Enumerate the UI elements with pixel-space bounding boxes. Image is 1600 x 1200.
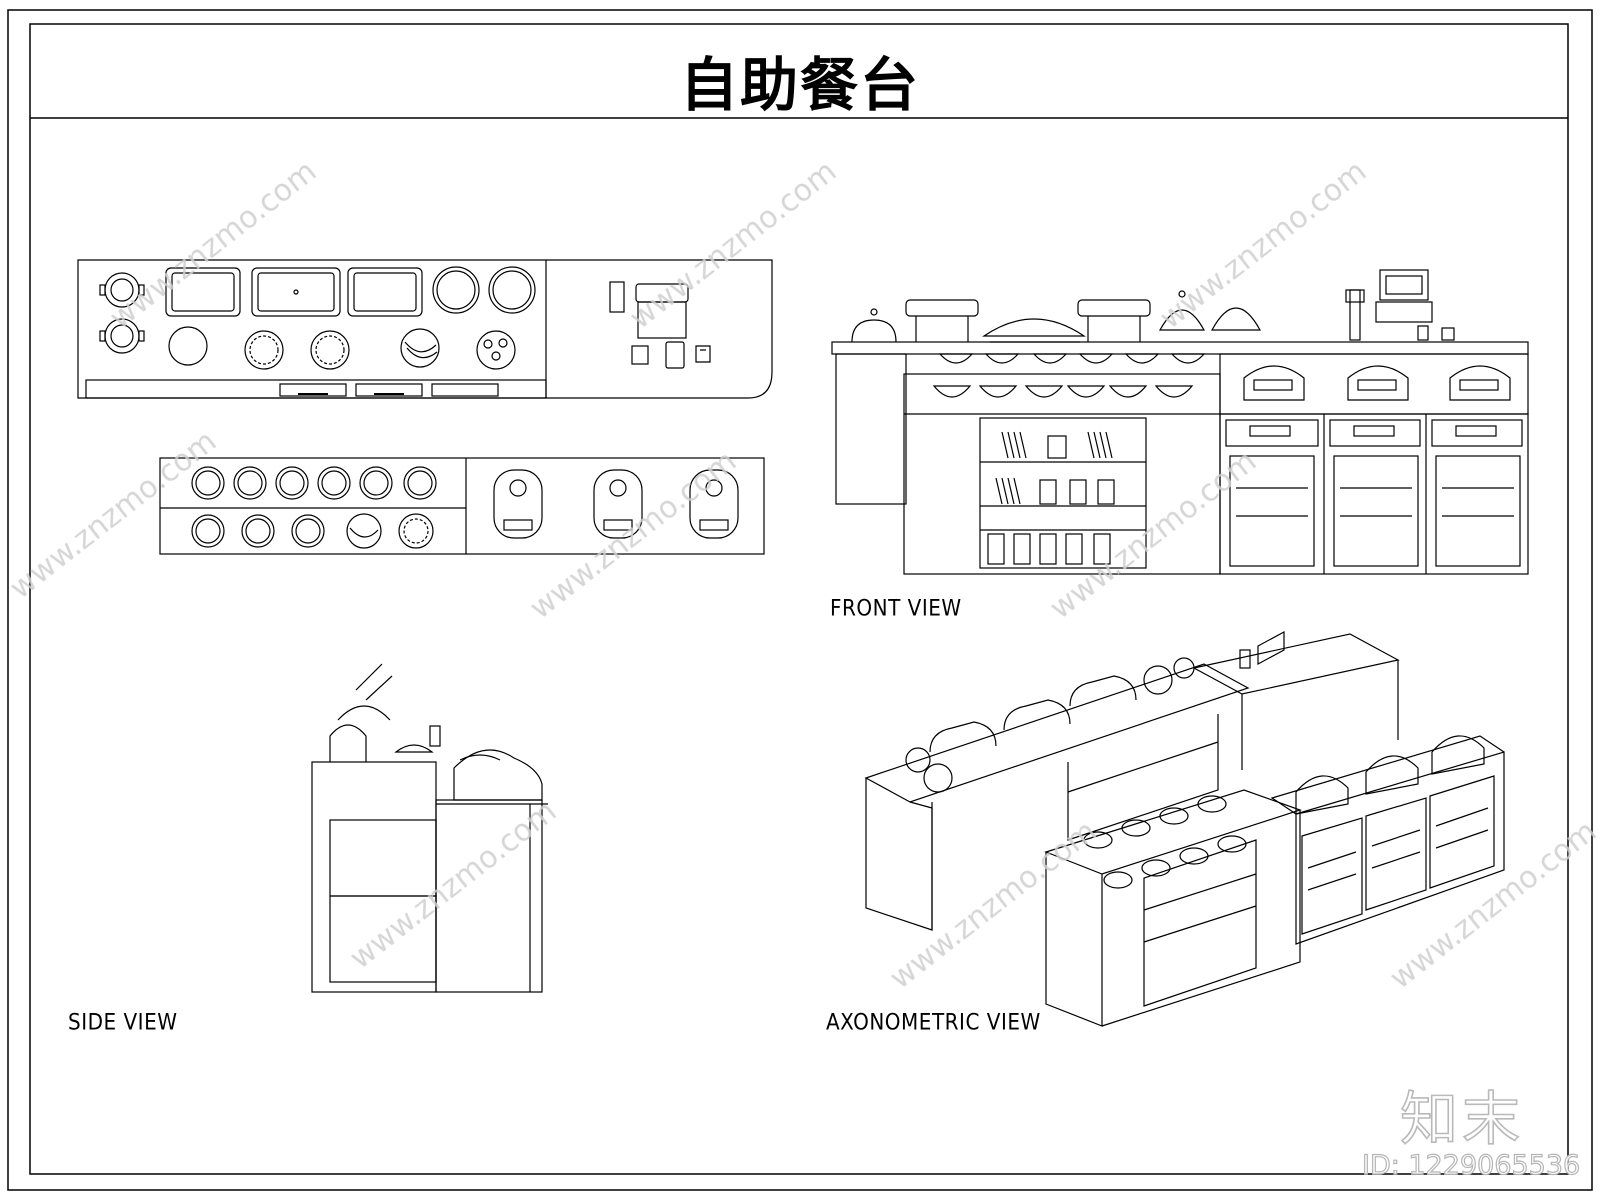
- side-view-drawing: [311, 663, 548, 993]
- plan-view-main: [77, 259, 773, 399]
- watermark-id: ID: 1229065536: [1361, 1149, 1581, 1181]
- front-view-label: FRONT VIEW: [830, 594, 962, 622]
- plan-view-secondary: [159, 457, 765, 555]
- watermark-text: www.znzmo.com: [1153, 154, 1373, 336]
- axonometric-view-drawing: [864, 630, 1505, 1027]
- page-title: 自助餐台: [679, 51, 920, 119]
- side-view-label: SIDE VIEW: [68, 1008, 178, 1036]
- watermark-brand: 知末: [1399, 1084, 1525, 1154]
- watermark-text: www.znzmo.com: [3, 424, 223, 606]
- watermark-text: www.znzmo.com: [883, 814, 1103, 996]
- inner-frame: [29, 23, 1569, 1175]
- front-view-drawing: [831, 269, 1529, 575]
- axonometric-view-label: AXONOMETRIC VIEW: [826, 1008, 1041, 1036]
- watermark-text: www.znzmo.com: [623, 154, 843, 336]
- watermark-layer: www.znzmo.com www.znzmo.com www.znzmo.co…: [3, 154, 1600, 996]
- watermark-text: www.znzmo.com: [523, 444, 743, 626]
- outer-frame: [7, 9, 1593, 1191]
- watermark-text: www.znzmo.com: [103, 154, 323, 336]
